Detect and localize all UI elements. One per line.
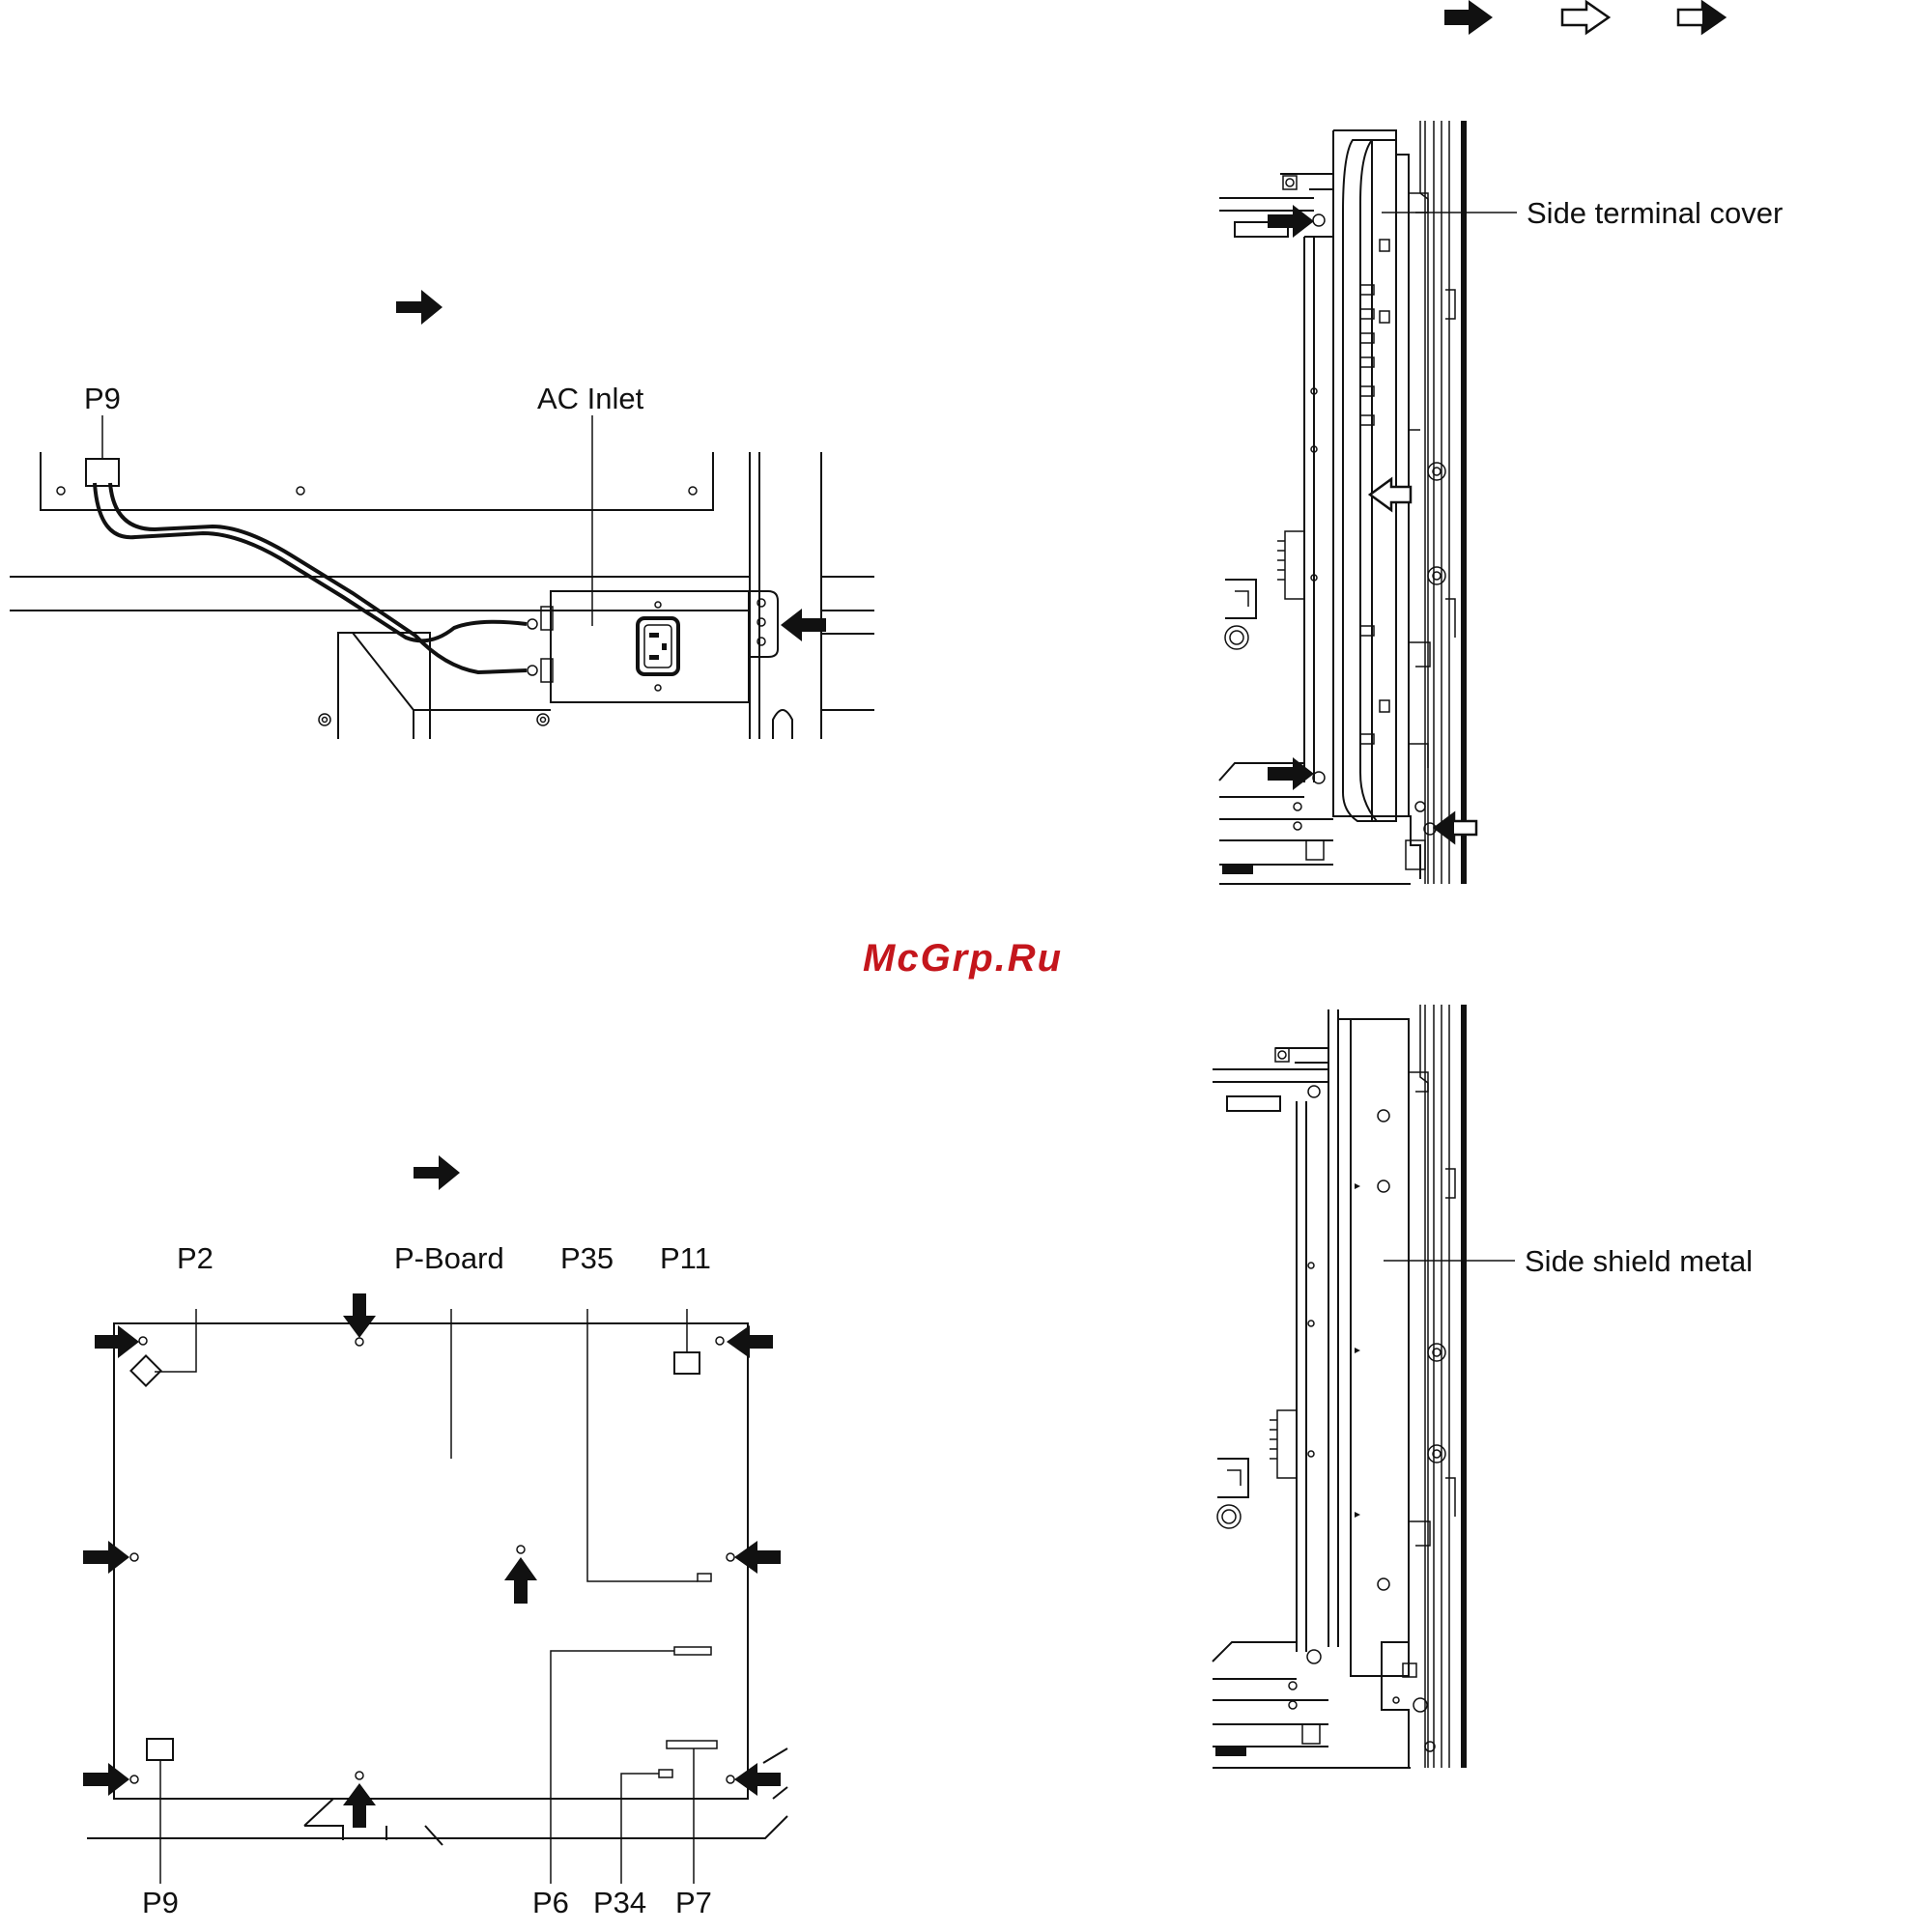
legend-arrow-outline (1562, 2, 1609, 33)
p-board-label: P-Board (394, 1241, 504, 1275)
side-terminal-cover-figure: Side terminal cover (1219, 121, 1783, 884)
p-board-figure: P2 P-Board P35 P11 P9 P6 P34 P7 (83, 1155, 787, 1919)
p35-label: P35 (560, 1241, 614, 1275)
step-arrow-icon (414, 1155, 460, 1190)
legend-arrow-solid (1444, 0, 1493, 35)
watermark-text: McGrp.Ru (863, 937, 1063, 980)
ac-inlet-figure: P9 AC Inlet (10, 290, 874, 739)
p9-bottom-label: P9 (142, 1886, 179, 1919)
push-arrow-icon (95, 1325, 139, 1358)
ac-inlet-label: AC Inlet (537, 382, 644, 415)
p7-label: P7 (675, 1886, 712, 1919)
p6-label: P6 (532, 1886, 569, 1919)
p34-label: P34 (593, 1886, 646, 1919)
slide-arrow-icon (1370, 479, 1411, 510)
side-shield-metal-label: Side shield metal (1525, 1244, 1753, 1278)
p9-label: P9 (84, 382, 121, 415)
p2-label: P2 (177, 1241, 214, 1275)
legend-arrow-half-outline (1678, 2, 1725, 33)
p11-label: P11 (660, 1241, 711, 1275)
side-terminal-cover-label: Side terminal cover (1527, 196, 1783, 230)
side-shield-metal-figure: Side shield metal (1213, 1005, 1753, 1768)
step-arrow-icon (396, 290, 443, 325)
